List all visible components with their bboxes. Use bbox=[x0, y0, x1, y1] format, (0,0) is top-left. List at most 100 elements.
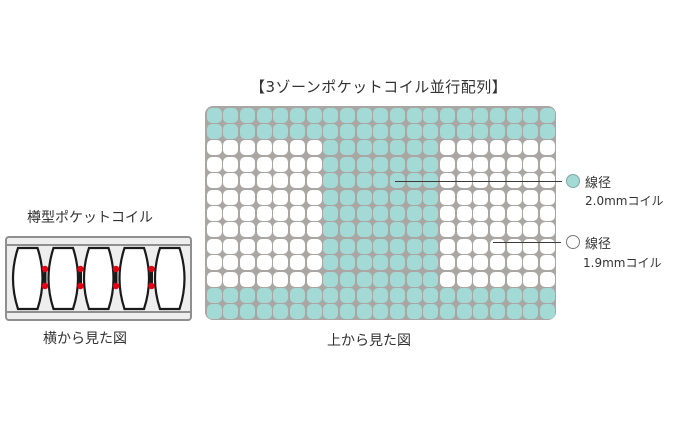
coil-2mm bbox=[356, 222, 372, 238]
coil-1-9mm bbox=[440, 173, 456, 189]
coil-joint bbox=[112, 282, 120, 290]
coil-cell bbox=[239, 255, 256, 271]
coil-2mm bbox=[290, 124, 306, 140]
coil-cell bbox=[289, 123, 306, 140]
coil-1-9mm bbox=[273, 156, 289, 172]
coil-1-9mm bbox=[473, 173, 489, 189]
barrel-coil bbox=[118, 246, 151, 311]
coil-cell bbox=[356, 123, 373, 140]
coil-cell bbox=[389, 140, 406, 156]
coil-cell bbox=[373, 238, 390, 254]
coil-cell bbox=[256, 304, 273, 320]
coil-1-9mm bbox=[523, 189, 539, 205]
coil-cell bbox=[473, 140, 490, 156]
coil-2mm bbox=[306, 304, 322, 320]
coil-2mm bbox=[506, 124, 522, 140]
coil-cell bbox=[423, 140, 440, 156]
legend-teal-line1: 線径 bbox=[585, 176, 612, 191]
coil-2mm bbox=[523, 107, 539, 123]
coil-cell bbox=[256, 271, 273, 287]
coil-cell bbox=[473, 156, 490, 172]
coil-2mm bbox=[240, 124, 256, 140]
side-view-caption: 横から見た図 bbox=[43, 331, 127, 347]
top-view-caption: 上から見た図 bbox=[327, 333, 411, 349]
coil-cell bbox=[406, 205, 423, 222]
coil-cell bbox=[522, 238, 539, 254]
barrel-coil bbox=[47, 246, 80, 311]
coil-cell bbox=[456, 304, 473, 320]
coil-1-9mm bbox=[523, 255, 539, 271]
coil-cell bbox=[206, 123, 223, 140]
coil-1-9mm bbox=[290, 173, 306, 189]
coil-cell bbox=[356, 271, 373, 287]
coil-1-9mm bbox=[489, 189, 505, 205]
coil-cell bbox=[539, 287, 556, 303]
coil-2mm bbox=[539, 287, 555, 303]
barrel-coil bbox=[82, 246, 115, 311]
coil-cell bbox=[356, 189, 373, 205]
coil-cell bbox=[473, 205, 490, 222]
coil-cell bbox=[223, 222, 240, 238]
coil-cell bbox=[256, 255, 273, 271]
coil-2mm bbox=[390, 287, 406, 303]
coil-2mm bbox=[373, 156, 389, 172]
coil-1-9mm bbox=[256, 206, 272, 222]
coil-cell bbox=[223, 189, 240, 205]
coil-cell bbox=[323, 287, 340, 303]
coil-2mm bbox=[406, 222, 422, 238]
coil-1-9mm bbox=[256, 173, 272, 189]
coil-2mm bbox=[373, 206, 389, 222]
coil-1-9mm bbox=[206, 255, 222, 271]
coil-1-9mm bbox=[240, 255, 256, 271]
coil-2mm bbox=[306, 107, 322, 123]
coil-cell bbox=[373, 287, 390, 303]
legend-teal-line2: 2.0mmコイル bbox=[585, 194, 664, 208]
diagram-title: 【3ゾーンポケットコイル並行配列】 bbox=[250, 78, 508, 96]
coil-2mm bbox=[356, 107, 372, 123]
coil-cell bbox=[356, 255, 373, 271]
coil-2mm bbox=[306, 287, 322, 303]
coil-1-9mm bbox=[206, 140, 222, 156]
coil-cell bbox=[522, 255, 539, 271]
coil-2mm bbox=[340, 156, 356, 172]
coil-cell bbox=[273, 123, 290, 140]
coil-1-9mm bbox=[539, 189, 555, 205]
coil-cell bbox=[489, 107, 506, 123]
coil-cell bbox=[423, 238, 440, 254]
coil-cell bbox=[223, 271, 240, 287]
coil-cell bbox=[289, 107, 306, 123]
coil-2mm bbox=[440, 124, 456, 140]
coil-1-9mm bbox=[506, 222, 522, 238]
coil-cell bbox=[339, 304, 356, 320]
coil-cell bbox=[406, 287, 423, 303]
coil-2mm bbox=[356, 156, 372, 172]
coil-2mm bbox=[340, 140, 356, 156]
coil-1-9mm bbox=[539, 173, 555, 189]
coil-cell bbox=[406, 173, 423, 189]
coil-cell bbox=[439, 271, 456, 287]
coil-1-9mm bbox=[223, 189, 239, 205]
coil-2mm bbox=[240, 107, 256, 123]
coil-2mm bbox=[356, 206, 372, 222]
coil-2mm bbox=[256, 124, 272, 140]
coil-1-9mm bbox=[440, 156, 456, 172]
coil-cell bbox=[273, 156, 290, 172]
coil-1-9mm bbox=[290, 189, 306, 205]
coil-2mm bbox=[473, 304, 489, 320]
coil-cell bbox=[473, 271, 490, 287]
coil-2mm bbox=[356, 238, 372, 254]
coil-1-9mm bbox=[206, 271, 222, 287]
coil-cell bbox=[223, 287, 240, 303]
coil-1-9mm bbox=[256, 156, 272, 172]
coil-2mm bbox=[223, 304, 239, 320]
coil-1-9mm bbox=[523, 140, 539, 156]
coil-2mm bbox=[406, 189, 422, 205]
coil-cell bbox=[439, 304, 456, 320]
coil-1-9mm bbox=[539, 255, 555, 271]
coil-1-9mm bbox=[489, 206, 505, 222]
coil-2mm bbox=[290, 107, 306, 123]
coil-cell bbox=[506, 140, 523, 156]
coil-cell bbox=[206, 205, 223, 222]
coil-cell bbox=[506, 255, 523, 271]
coil-joint bbox=[77, 282, 84, 290]
